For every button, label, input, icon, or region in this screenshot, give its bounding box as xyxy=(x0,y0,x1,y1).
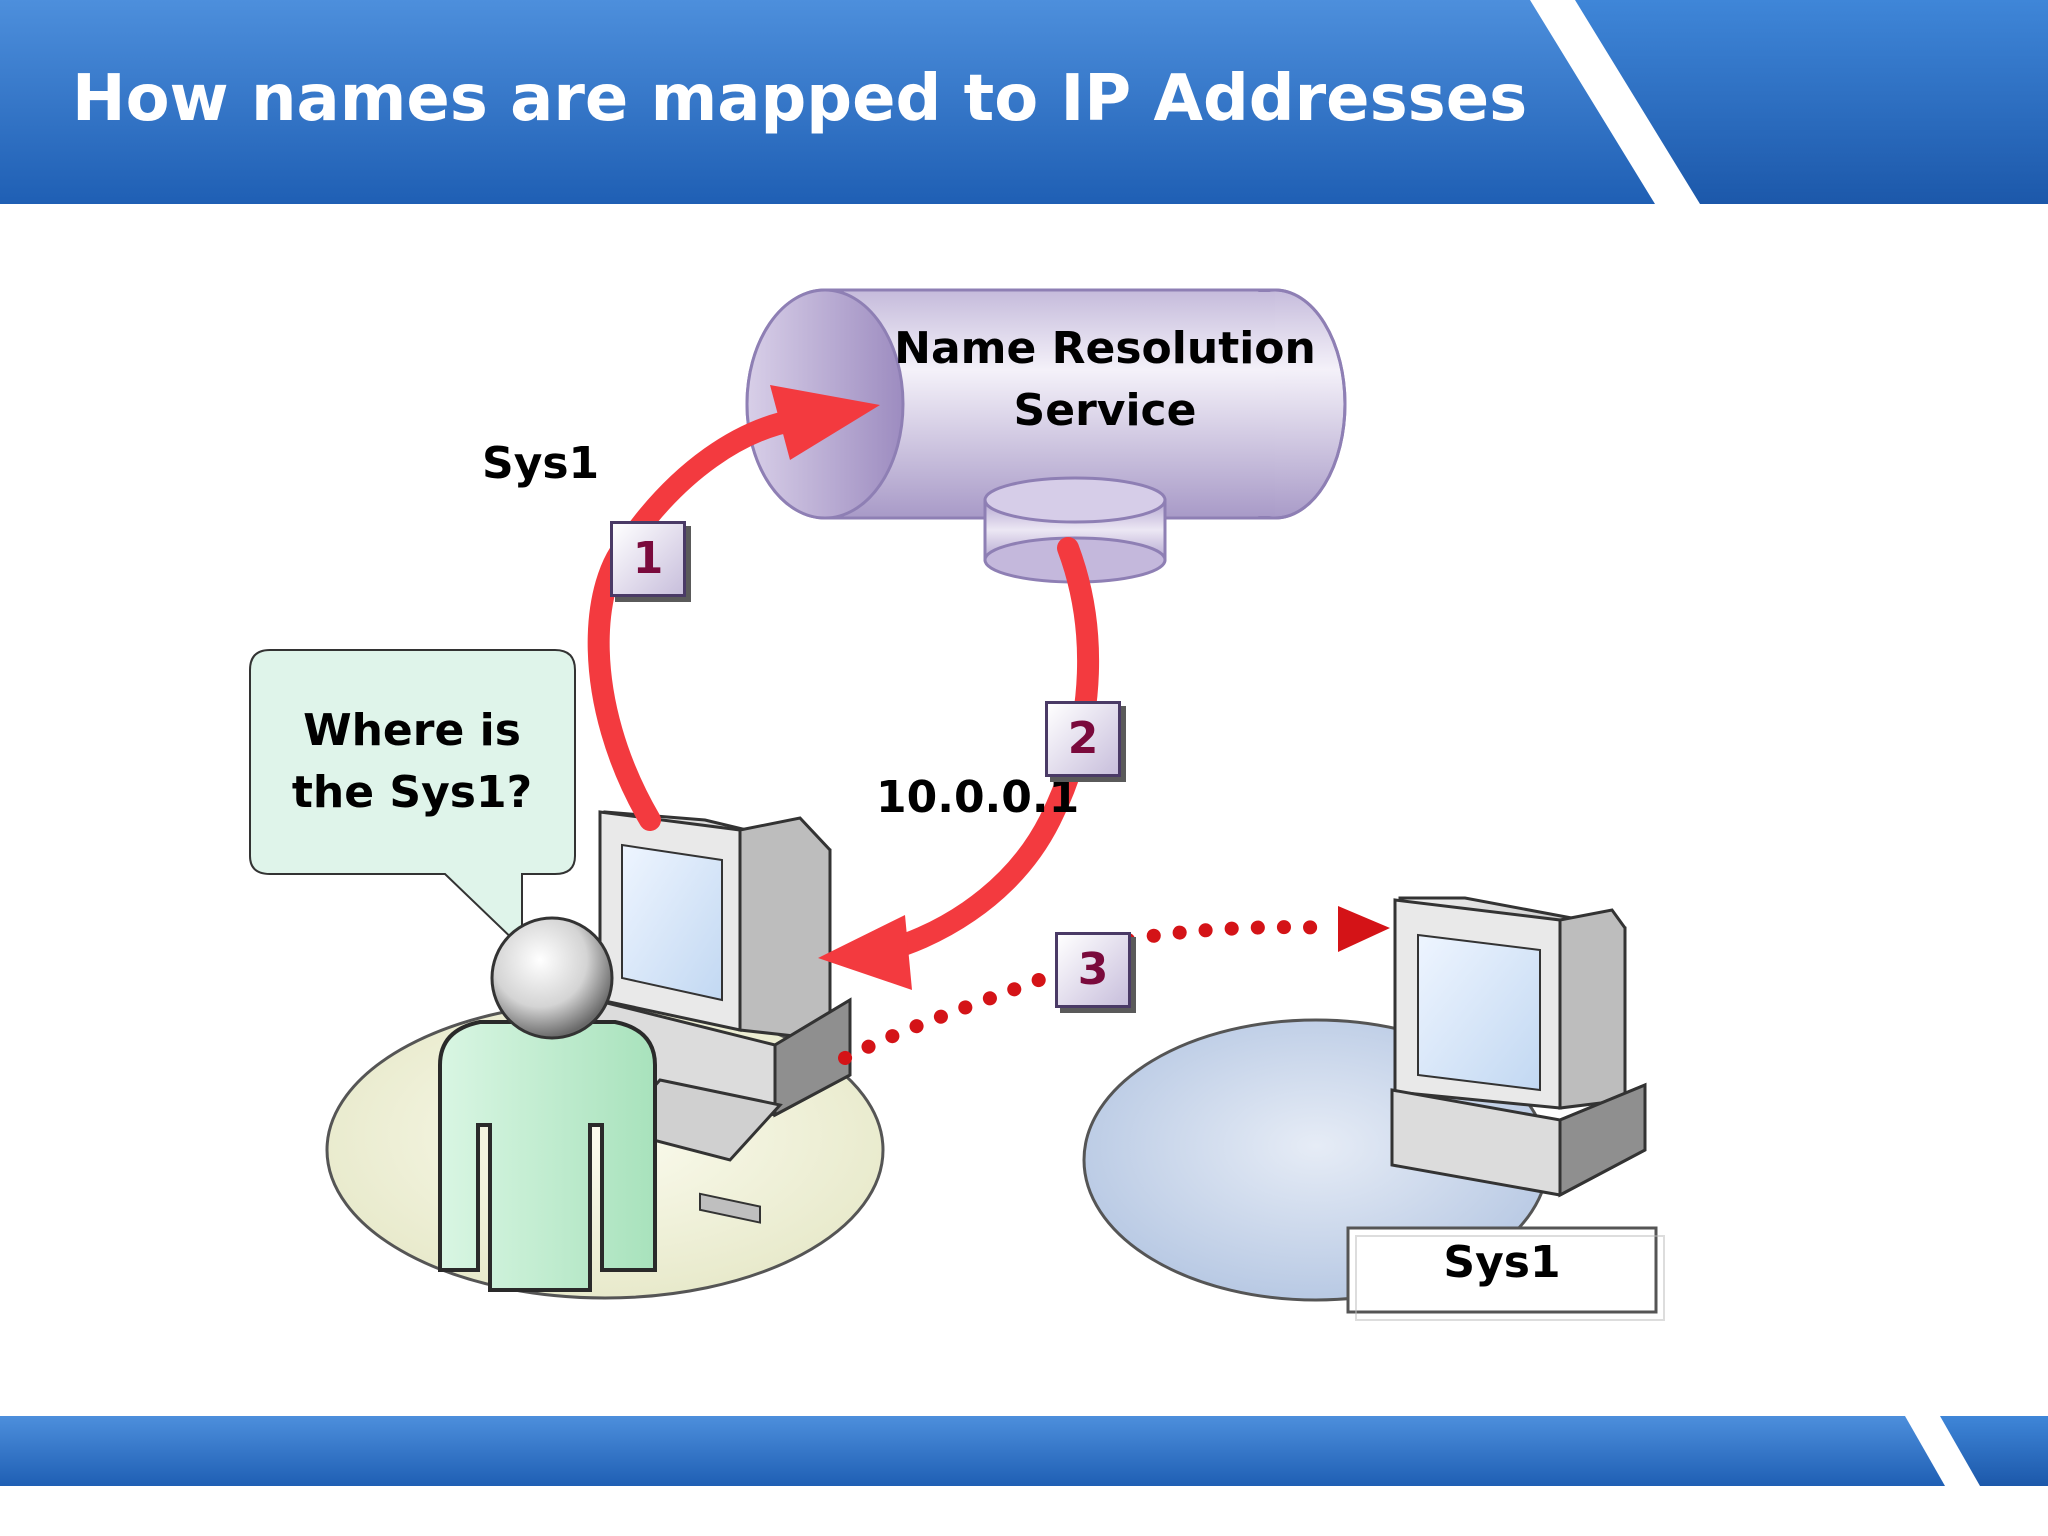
query-name-label: Sys1 xyxy=(482,438,600,489)
speech-bubble xyxy=(249,649,576,951)
speech-bubble-text: Where is the Sys1? xyxy=(262,700,562,824)
slide-title: How names are mapped to IP Addresses xyxy=(72,62,1528,136)
target-computer-icon xyxy=(1390,896,1647,1198)
bottom-banner xyxy=(0,1416,1945,1486)
speech-bubble-line2: the Sys1? xyxy=(291,767,533,818)
service-label-line2: Service xyxy=(1013,385,1197,436)
target-label-box xyxy=(1346,1226,1658,1314)
response-arrow xyxy=(818,537,1100,990)
speech-bubble-line1: Where is xyxy=(303,705,521,756)
step-1-badge: 1 xyxy=(610,521,686,597)
user-person-icon xyxy=(438,916,657,1292)
top-banner xyxy=(0,0,1655,204)
step-3-badge: 3 xyxy=(1055,932,1131,1008)
step-2-badge: 2 xyxy=(1045,701,1121,777)
ip-address-label: 10.0.0.1 xyxy=(876,772,1080,823)
name-resolution-service-label: Name Resolution Service xyxy=(870,318,1340,442)
connect-arrow xyxy=(838,906,1390,1065)
service-label-line1: Name Resolution xyxy=(894,323,1316,374)
top-banner-corner xyxy=(1575,0,2048,204)
bottom-banner-corner xyxy=(1940,1416,2048,1486)
target-host-label: Sys1 xyxy=(1443,1237,1561,1288)
